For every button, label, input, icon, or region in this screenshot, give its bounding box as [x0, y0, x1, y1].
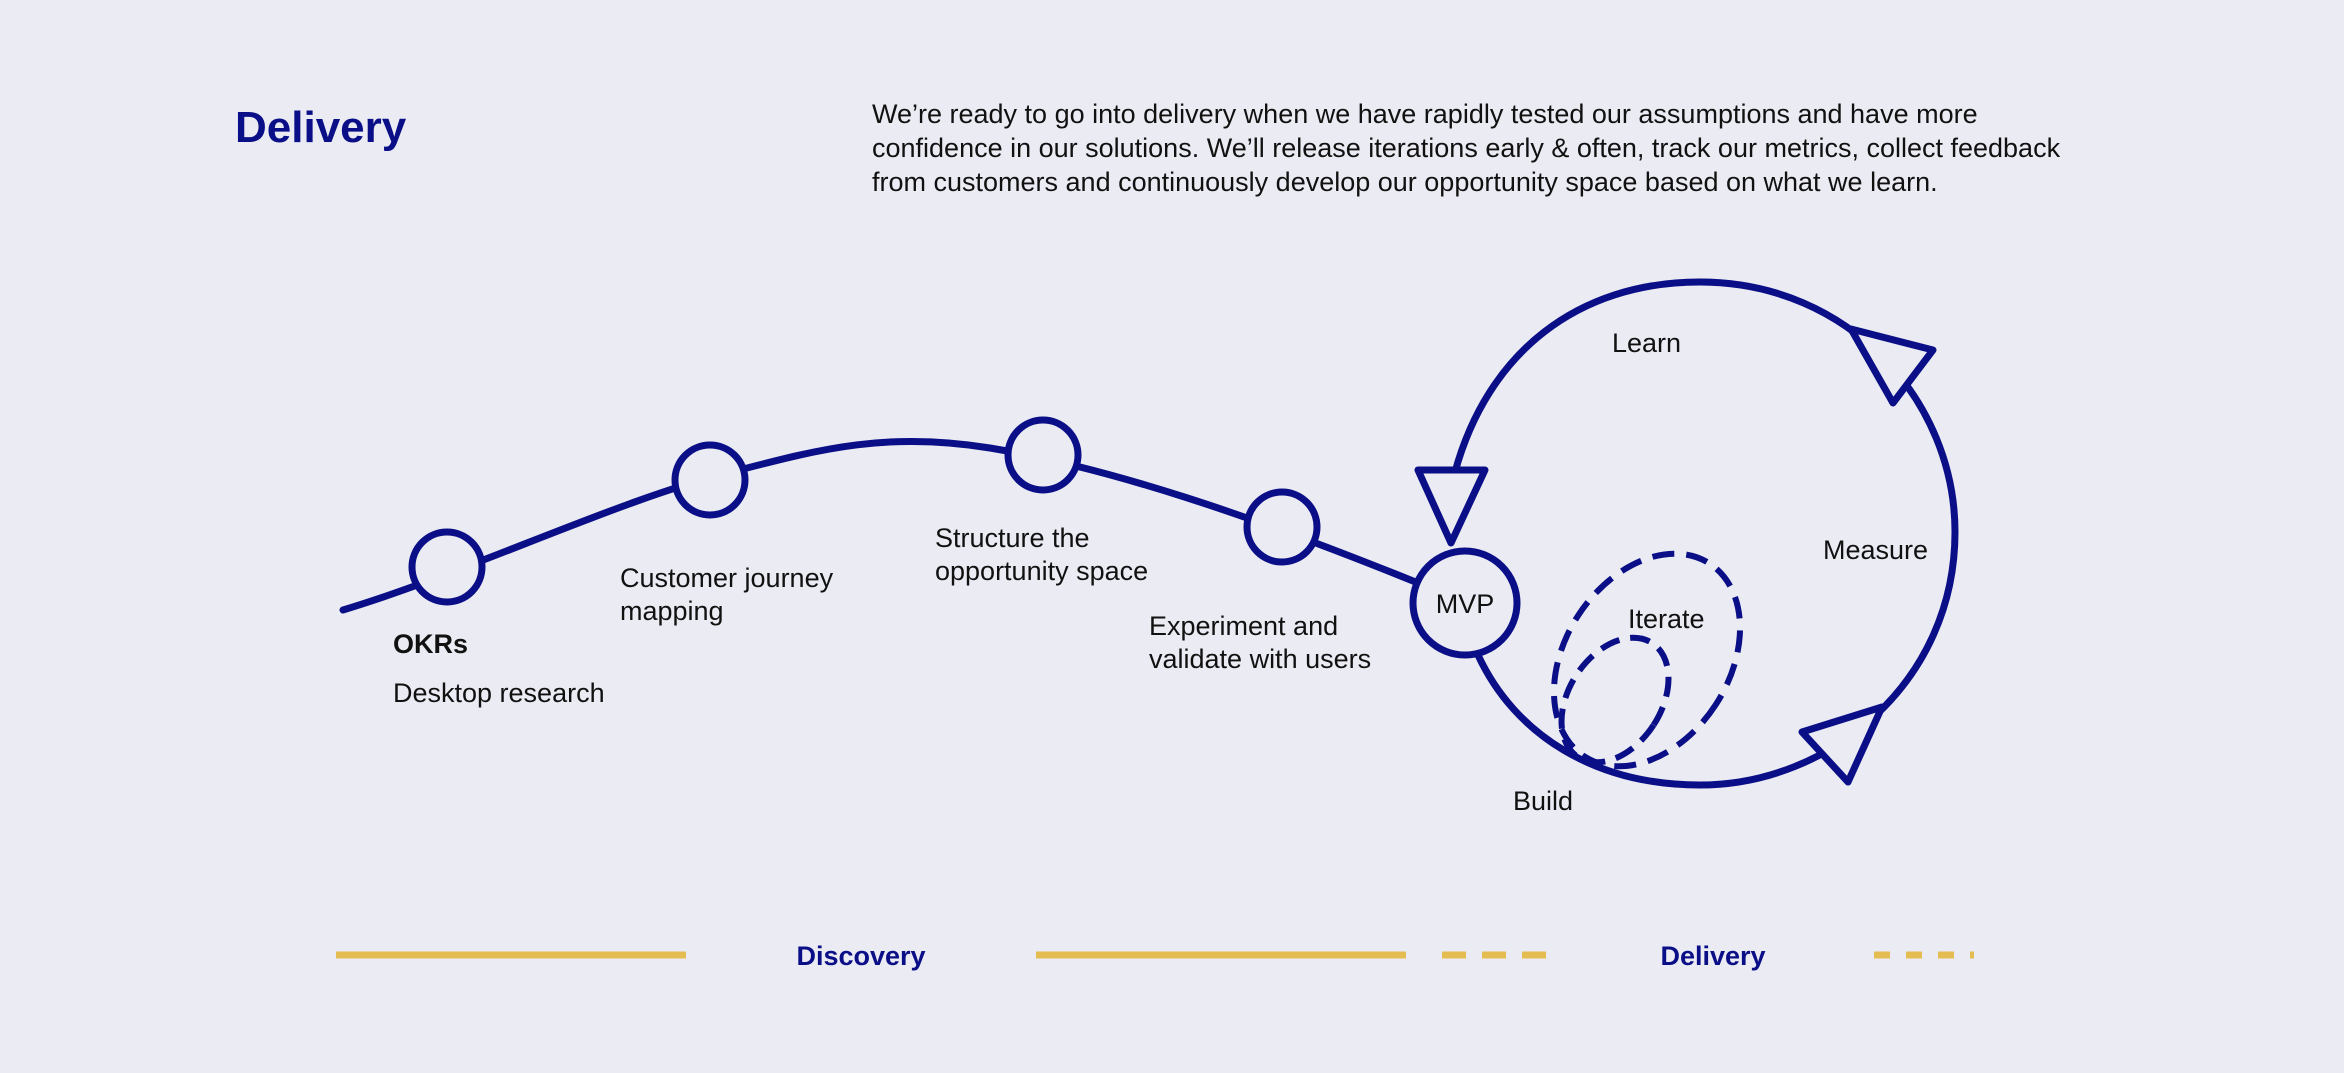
intro-paragraph: We’re ready to go into delivery when we …: [872, 99, 2061, 197]
opportunity-space-label: Structure the opportunity space: [935, 523, 1148, 586]
customer-journey-label-line-2: mapping: [620, 596, 724, 626]
journey-curve: [339, 437, 1422, 614]
iterate-label: Iterate: [1628, 604, 1705, 634]
milestone-opportunity-space-circle: [1004, 416, 1082, 494]
delivery-timeline-label: Delivery: [1660, 941, 1765, 971]
opportunity-space-label-line-2: opportunity space: [935, 556, 1148, 586]
learn-arrow-icon: [1414, 466, 1489, 547]
milestone-okrs-circle: [408, 528, 486, 606]
learn-label: Learn: [1612, 328, 1681, 358]
desktop-research-label: Desktop research: [393, 678, 605, 708]
okrs-label: OKRs: [393, 629, 468, 659]
experiment-label-line-2: validate with users: [1149, 644, 1371, 674]
mvp-circle: [1409, 547, 1521, 659]
build-arrow-icon: [1798, 703, 1886, 786]
customer-journey-label-line-1: Customer journey: [620, 563, 834, 593]
iterate-outer-loop: [1550, 550, 1744, 770]
experiment-label-line-1: Experiment and: [1149, 611, 1338, 641]
learn-measure-loop: [1451, 278, 1959, 789]
iterate-inner-loop: [1558, 634, 1672, 766]
measure-label: Measure: [1823, 535, 1928, 565]
page-title: Delivery: [235, 103, 407, 152]
milestone-experiment-circle: [1243, 488, 1321, 566]
milestone-customer-journey-circle: [671, 441, 749, 519]
discovery-timeline-label: Discovery: [796, 941, 925, 971]
experiment-label: Experiment and validate with users: [1149, 611, 1371, 674]
opportunity-space-label-line-1: Structure the: [935, 523, 1090, 553]
mvp-label: MVP: [1436, 589, 1495, 619]
measure-arrow-icon: [1847, 325, 1937, 407]
build-label: Build: [1513, 786, 1573, 816]
customer-journey-label: Customer journey mapping: [620, 563, 841, 626]
